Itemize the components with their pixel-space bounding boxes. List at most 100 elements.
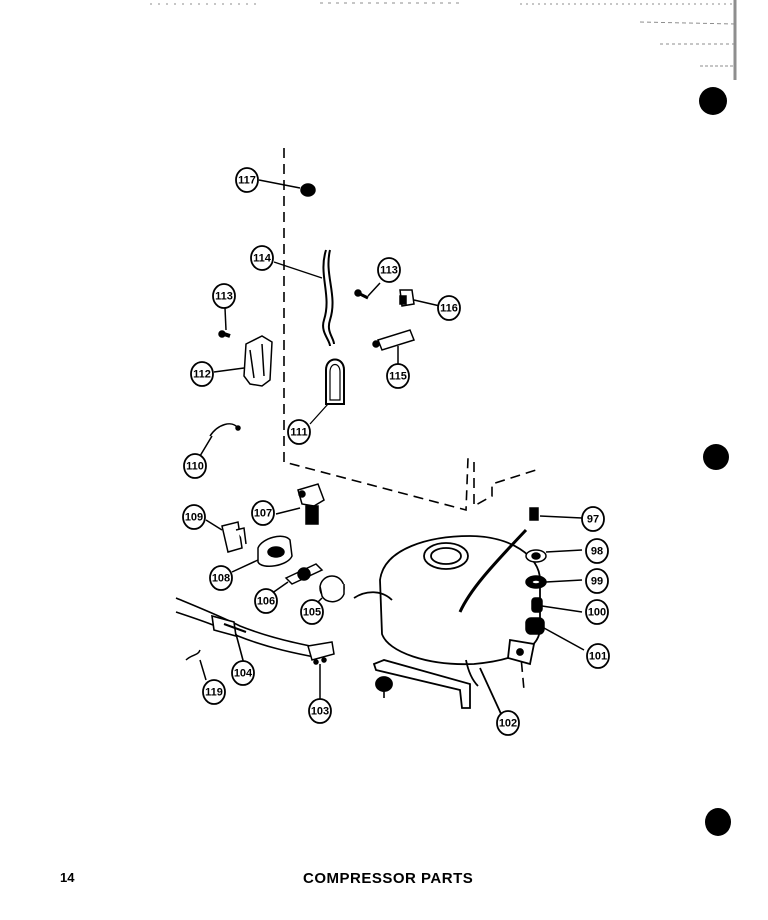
part-108-cover bbox=[231, 535, 293, 573]
part-106-overload bbox=[267, 563, 324, 597]
callout-119: 119 bbox=[202, 679, 226, 705]
callout-117: 117 bbox=[235, 167, 259, 193]
callout-circle bbox=[308, 698, 332, 724]
callout-100: 100 bbox=[585, 599, 609, 625]
callout-label: 108 bbox=[212, 573, 230, 585]
page-number: 14 bbox=[60, 870, 75, 885]
callout-109: 109 bbox=[182, 504, 206, 530]
callout-circle bbox=[386, 363, 410, 389]
part-103-terminal bbox=[307, 641, 335, 700]
binder-hole-middle bbox=[703, 444, 729, 470]
callout-circle bbox=[585, 568, 609, 594]
callout-circle bbox=[437, 295, 461, 321]
callout-label: 113 bbox=[215, 291, 233, 303]
callout-107: 107 bbox=[251, 500, 275, 526]
callout-circle bbox=[235, 167, 259, 193]
callout-105: 105 bbox=[300, 599, 324, 625]
callout-label: 101 bbox=[589, 651, 607, 663]
callout-114: 114 bbox=[250, 245, 274, 271]
callout-circle bbox=[287, 419, 311, 445]
callout-circle bbox=[209, 565, 233, 591]
callout-circle bbox=[202, 679, 226, 705]
callout-circle bbox=[496, 710, 520, 736]
callout-label: 103 bbox=[311, 706, 329, 718]
callout-label: 97 bbox=[587, 514, 599, 526]
callout-label: 112 bbox=[193, 369, 211, 381]
callout-111: 111 bbox=[287, 419, 311, 445]
callout-label: 115 bbox=[389, 371, 407, 383]
callout-label: 114 bbox=[253, 253, 272, 265]
part-114-wire bbox=[273, 249, 335, 347]
part-102-compressor bbox=[353, 528, 541, 717]
callout-circle bbox=[212, 283, 236, 309]
part-115-tube bbox=[372, 329, 415, 366]
callout-101: 101 bbox=[586, 643, 610, 669]
callout-label: 98 bbox=[591, 546, 603, 558]
callout-label: 111 bbox=[290, 427, 307, 439]
callout-label: 113 bbox=[380, 265, 398, 277]
part-113-screw-right bbox=[354, 282, 381, 300]
callout-label: 100 bbox=[588, 607, 606, 619]
binder-hole-bottom bbox=[705, 808, 731, 836]
scan-noise bbox=[150, 0, 737, 80]
part-101-mount bbox=[525, 617, 585, 651]
callout-circle bbox=[585, 538, 609, 564]
callout-label: 110 bbox=[186, 461, 204, 473]
callout-103: 103 bbox=[308, 698, 332, 724]
callout-label: 107 bbox=[254, 508, 272, 520]
part-112-cover bbox=[213, 335, 273, 387]
callout-circle bbox=[586, 643, 610, 669]
callout-circle bbox=[251, 500, 275, 526]
callout-106: 106 bbox=[254, 588, 278, 614]
callout-circle bbox=[585, 599, 609, 625]
part-117-plug bbox=[258, 179, 316, 197]
callout-circle bbox=[581, 506, 605, 532]
callout-circle bbox=[377, 257, 401, 283]
callout-label: 102 bbox=[499, 718, 517, 730]
callout-108: 108 bbox=[209, 565, 233, 591]
callout-bubbles: 117 114 113 116 113 112 115 111 110 109 107 108 106 1… bbox=[182, 167, 610, 736]
callout-circle bbox=[182, 504, 206, 530]
page-title: COMPRESSOR PARTS bbox=[303, 870, 474, 887]
part-113-screw-left bbox=[218, 307, 231, 338]
callout-98: 98 bbox=[585, 538, 609, 564]
callout-113: 113 bbox=[377, 257, 401, 283]
callout-99: 99 bbox=[585, 568, 609, 594]
callout-label: 104 bbox=[234, 668, 253, 680]
callout-circle bbox=[183, 453, 207, 479]
callout-label: 106 bbox=[257, 596, 275, 608]
part-100-sleeve bbox=[531, 597, 583, 613]
part-111-gasket bbox=[309, 358, 345, 425]
callout-112: 112 bbox=[190, 361, 214, 387]
callout-circle bbox=[190, 361, 214, 387]
callout-116: 116 bbox=[437, 295, 461, 321]
callout-circle bbox=[300, 599, 324, 625]
callout-label: 99 bbox=[591, 576, 603, 588]
callout-97: 97 bbox=[581, 506, 605, 532]
part-109-bracket bbox=[205, 519, 247, 553]
callout-label: 109 bbox=[185, 512, 203, 524]
part-99-grommet bbox=[525, 575, 583, 589]
callout-label: 105 bbox=[303, 607, 321, 619]
callout-circle bbox=[250, 245, 274, 271]
callout-label: 119 bbox=[205, 687, 223, 699]
callout-circle bbox=[254, 588, 278, 614]
callout-102: 102 bbox=[496, 710, 520, 736]
part-119-clip bbox=[185, 649, 207, 681]
callout-label: 116 bbox=[440, 303, 458, 315]
callout-104: 104 bbox=[231, 660, 255, 686]
part-105-capacitor bbox=[315, 575, 345, 605]
part-97-bolt bbox=[529, 507, 583, 521]
callout-113: 113 bbox=[212, 283, 236, 309]
part-110-clip bbox=[199, 423, 241, 457]
part-107-relay bbox=[275, 483, 325, 525]
callout-circle bbox=[231, 660, 255, 686]
callout-110: 110 bbox=[183, 453, 207, 479]
callout-label: 117 bbox=[238, 175, 256, 187]
part-98-washer bbox=[525, 549, 583, 563]
callout-115: 115 bbox=[386, 363, 410, 389]
part-116-clamp bbox=[399, 289, 441, 307]
part-104-harness bbox=[175, 597, 321, 665]
binder-hole-top bbox=[699, 87, 727, 115]
